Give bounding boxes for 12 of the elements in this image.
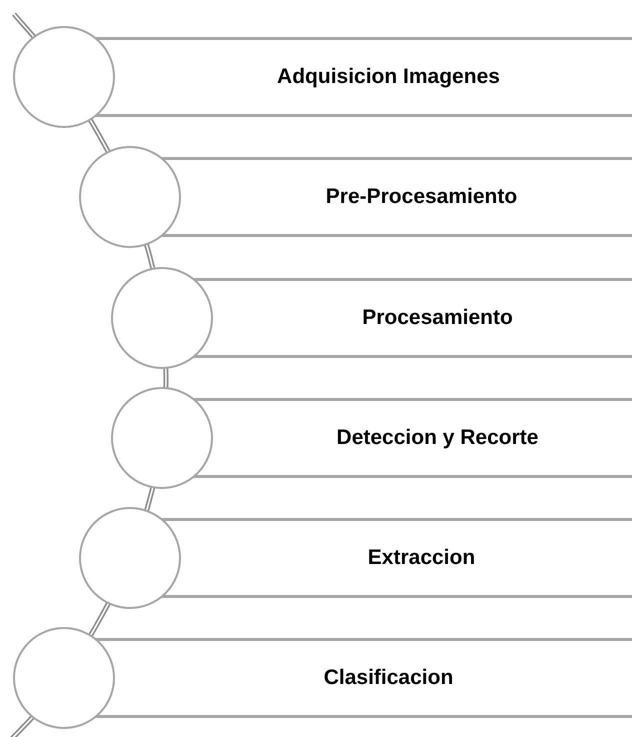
list-band	[181, 157, 632, 237]
step-label: Pre-Procesamiento	[326, 185, 518, 209]
step-label: Extraccion	[368, 546, 476, 570]
list-band	[181, 518, 632, 598]
step-label: Adquisicion Imagenes	[277, 65, 500, 89]
list-band	[213, 278, 632, 358]
list-band	[213, 398, 632, 478]
list-band	[115, 638, 632, 718]
step-label: Clasificacion	[324, 666, 454, 690]
list-band	[115, 37, 632, 117]
step-label: Procesamiento	[362, 306, 513, 330]
step-label: Deteccion y Recorte	[336, 426, 538, 450]
